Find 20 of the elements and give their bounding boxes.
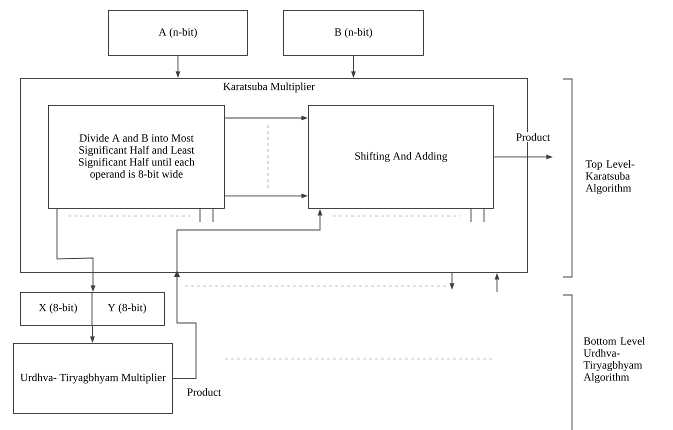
multiplier-box: Urdhva- Tiryagbhyam Multiplier bbox=[13, 343, 173, 414]
input-box: A (n-bit) bbox=[108, 10, 248, 56]
arrow bbox=[172, 208, 322, 379]
process-box: Divide A and B into Most Significant Half and Least Significant Half until each operand is 8-bit wide bbox=[48, 105, 225, 209]
level-label: Top Level- Karatsuba Algorithm bbox=[586, 160, 634, 194]
arrow bbox=[494, 272, 500, 292]
arrow bbox=[90, 325, 95, 343]
arrow bbox=[493, 154, 553, 160]
arrow bbox=[224, 194, 308, 198]
arrow bbox=[224, 116, 308, 120]
operand-box: X (8-bit) Y (8-bit) bbox=[20, 292, 165, 326]
input-box: B (n-bit) bbox=[283, 10, 424, 56]
level-label: Bottom Level Urdhva- Tiryagbhyam Algorithm bbox=[584, 337, 645, 383]
edge-label: Product bbox=[514, 132, 552, 142]
edge-label: Product bbox=[186, 387, 222, 397]
arrow bbox=[450, 272, 454, 290]
arrow bbox=[351, 55, 356, 78]
arrow bbox=[56, 208, 96, 292]
arrow bbox=[176, 55, 180, 78]
process-box: Shifting And Adding bbox=[308, 105, 494, 209]
